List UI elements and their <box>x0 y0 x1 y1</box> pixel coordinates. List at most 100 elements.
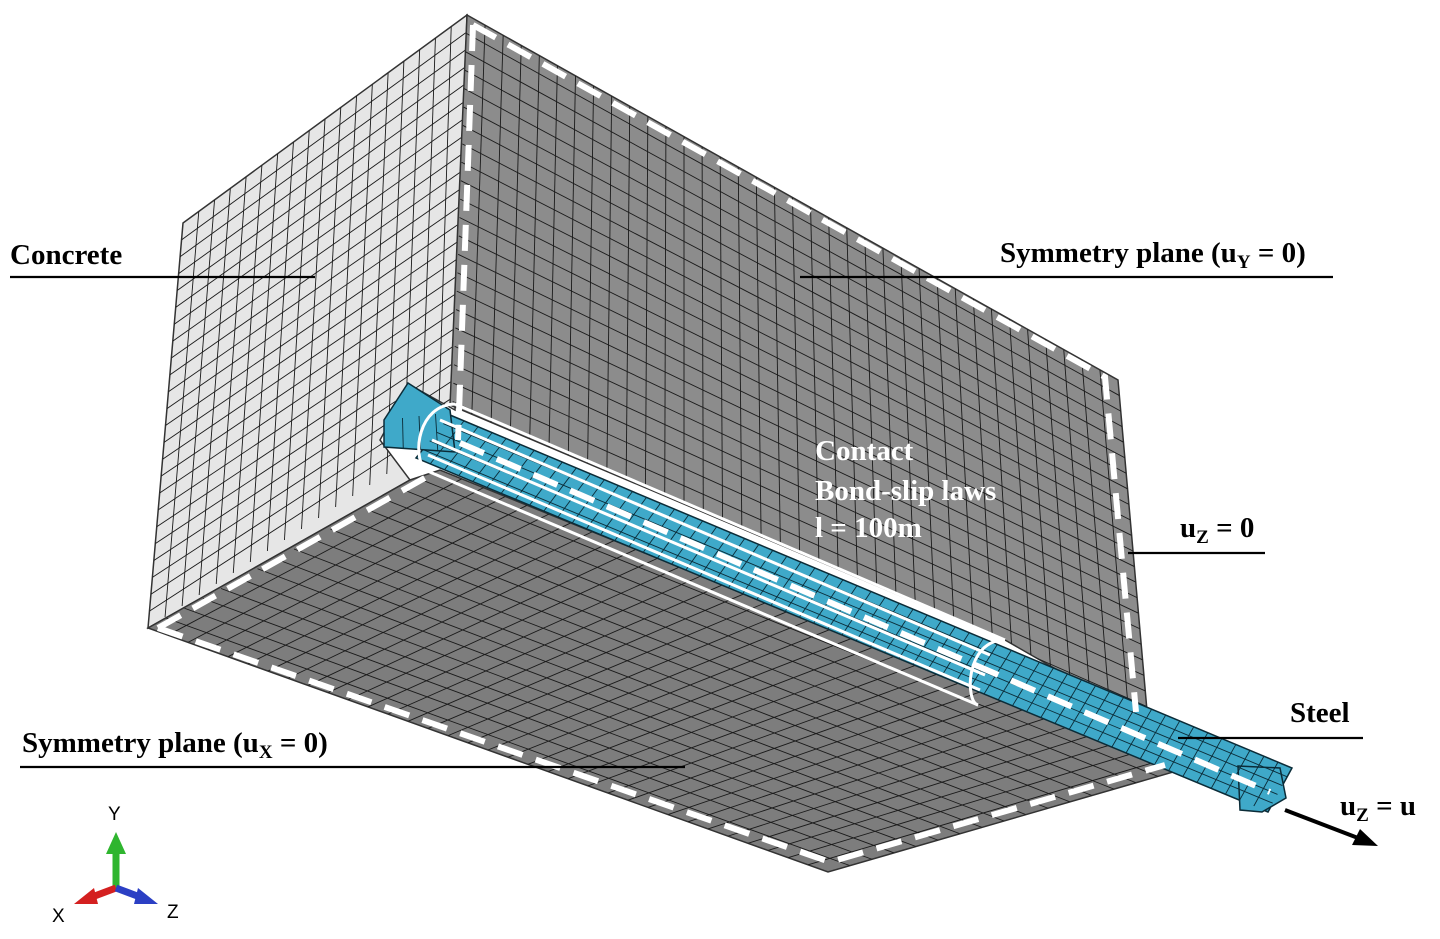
mesh-line <box>465 51 1121 412</box>
symmetry-plane-x-mesh <box>166 478 1159 867</box>
mesh-line <box>767 743 1115 851</box>
steel-label: Steel <box>1290 697 1350 729</box>
mesh-line <box>1068 685 1096 730</box>
x-axis-arrow <box>90 884 118 901</box>
mesh-line <box>176 83 466 291</box>
mesh-line <box>466 33 1120 396</box>
mesh-line <box>458 235 1135 567</box>
mesh-line <box>187 487 484 643</box>
z-axis-arrow <box>114 884 142 901</box>
mesh-line <box>455 327 1142 645</box>
mesh-line <box>166 204 462 409</box>
mesh-line <box>807 760 1159 866</box>
mesh-line <box>770 561 802 606</box>
mesh-line <box>459 198 1132 536</box>
contact-label-line2: Bond-slip laws <box>815 475 996 507</box>
mesh-line <box>728 544 760 589</box>
mesh-line <box>467 610 789 744</box>
mesh-line <box>455 309 1141 630</box>
mesh-line <box>627 681 963 801</box>
mesh-line <box>175 101 465 308</box>
annotation-leaders <box>10 275 1363 769</box>
mesh-line <box>181 31 467 241</box>
mesh-line <box>178 66 466 274</box>
mesh-line <box>453 382 1146 692</box>
mesh-line <box>462 143 1128 490</box>
y-axis-label: Y <box>108 804 121 825</box>
load-arrow <box>1284 808 1378 846</box>
mesh-line <box>667 698 1007 816</box>
uz-u-label: uZ = u <box>1340 790 1416 826</box>
mesh-line <box>456 290 1139 614</box>
mesh-line <box>1182 732 1209 777</box>
concrete-side-face-mesh <box>149 26 467 618</box>
mesh-line <box>169 170 463 376</box>
mesh-line <box>1196 738 1223 783</box>
mesh-line <box>1168 726 1195 771</box>
mesh-line <box>267 522 571 672</box>
mesh-line <box>707 716 1050 830</box>
mesh-line <box>460 180 1131 521</box>
mesh-line <box>1139 714 1167 760</box>
contact-interface-outline <box>417 402 1006 707</box>
coordinate-triad: Y X Z <box>52 804 179 927</box>
mesh-line <box>247 513 550 665</box>
mesh-line <box>454 345 1143 661</box>
mesh-line <box>207 496 506 650</box>
mesh-line <box>464 88 1124 443</box>
mesh-line <box>1225 750 1251 795</box>
mesh-line <box>160 274 460 477</box>
mesh-line <box>507 628 832 758</box>
mesh-line <box>687 707 1028 823</box>
mesh-line <box>607 672 941 794</box>
mesh-line <box>459 217 1134 552</box>
sym-x-boundary-dash <box>156 472 432 631</box>
bar-axis-dash <box>458 440 1272 795</box>
boundary-condition-dashes <box>156 22 1272 866</box>
mesh-line <box>157 308 459 511</box>
mesh-line <box>547 646 876 772</box>
mesh-line <box>427 593 745 729</box>
z-axis-label: Z <box>167 902 179 923</box>
mesh-line <box>407 584 724 722</box>
mesh-line <box>464 69 1123 428</box>
mesh-line <box>1154 720 1181 766</box>
mesh-line <box>163 239 461 443</box>
mesh-line <box>487 619 811 751</box>
mesh-line <box>1097 697 1124 742</box>
mesh-line <box>1026 667 1054 712</box>
mesh-line <box>463 106 1126 459</box>
mesh-line <box>747 734 1094 844</box>
mesh-line <box>227 504 528 658</box>
mesh-line <box>527 637 854 765</box>
mesh-line <box>955 638 984 683</box>
y-axis-arrowhead <box>106 832 126 854</box>
sym-y-vertical-dash <box>455 24 476 441</box>
concrete-label: Concrete <box>10 239 122 271</box>
mesh-line <box>462 125 1127 474</box>
symmetry-plane-y-label: Symmetry plane (uY = 0) <box>1000 237 1306 273</box>
mesh-line <box>1125 708 1153 754</box>
mesh-line <box>447 601 767 737</box>
mesh-line <box>461 161 1130 505</box>
mesh-line <box>156 325 459 528</box>
symmetry-plane-x-label: Symmetry plane (uX = 0) <box>22 727 328 763</box>
mesh-line <box>327 549 637 693</box>
mesh-line <box>884 608 914 653</box>
mesh-line <box>171 152 464 359</box>
mesh-line <box>173 118 465 325</box>
contact-label-line3: l = 100m <box>815 512 922 544</box>
mesh-line <box>172 135 464 342</box>
symmetry-plane-y-mesh <box>452 25 1147 714</box>
uz-zero-label: uZ = 0 <box>1180 512 1254 548</box>
sym-x-bottom-dash <box>157 625 1166 866</box>
mesh-line <box>453 364 1145 676</box>
mesh-line <box>841 591 872 636</box>
mesh-line <box>1054 679 1082 724</box>
mesh-line <box>435 413 439 451</box>
mesh-line <box>422 448 1273 804</box>
mesh-line <box>647 690 985 808</box>
mesh-line <box>1083 691 1110 736</box>
